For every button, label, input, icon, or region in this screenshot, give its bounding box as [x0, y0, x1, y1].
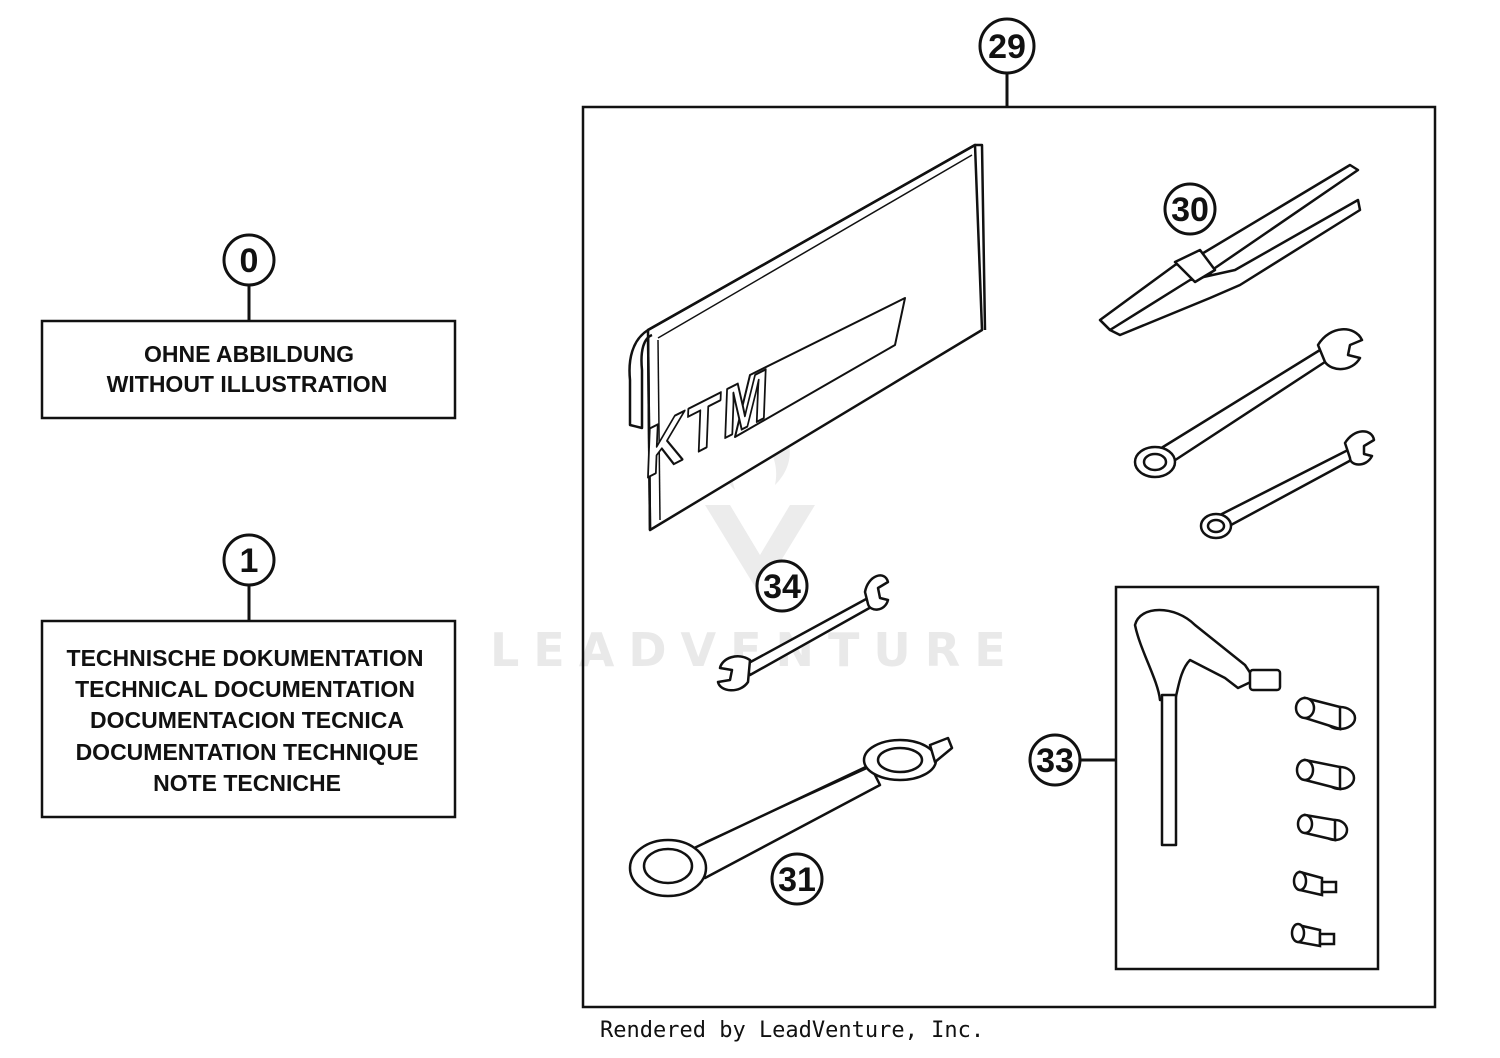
render-credit: Rendered by LeadVenture, Inc.: [600, 1018, 985, 1043]
combination-wrench-large-icon: [1133, 328, 1364, 479]
socket-2-icon: [1295, 758, 1356, 791]
socket-3-icon: [1296, 813, 1349, 842]
pliers-icon: [1098, 163, 1362, 337]
item-33-frame: [1114, 585, 1380, 971]
ring-wrench-icon: [628, 736, 954, 898]
box-1-line-3: DOCUMENTACION TECNICA: [90, 707, 404, 733]
bit-2-icon: [1290, 922, 1336, 948]
tool-bag-icon: KTM: [628, 143, 987, 532]
callout-34-label: 34: [763, 568, 801, 606]
socket-1-icon: [1294, 696, 1357, 731]
callout-31-circle: [770, 852, 824, 906]
item-0-group: 0 OHNE ABBILDUNG WITHOUT ILLUSTRATION: [40, 233, 457, 420]
callout-30-label: 30: [1171, 191, 1209, 229]
item-1-group: 1 TECHNISCHE DOKUMENTATION TECHNICAL DOC…: [40, 533, 457, 819]
box-1-line-1: TECHNISCHE DOKUMENTATION: [67, 645, 424, 671]
box-1: [40, 619, 457, 819]
item-33-group: 33: [1028, 585, 1380, 971]
item-29-group: 29: [581, 17, 1437, 1009]
box-1-line-5: NOTE TECNICHE: [153, 770, 341, 796]
t-handle-wrench-icon: [1133, 608, 1282, 847]
toolkit-frame: [581, 105, 1437, 1009]
bit-1-icon: [1292, 870, 1338, 897]
callout-34-circle: [755, 559, 809, 613]
box-0-line-2: WITHOUT ILLUSTRATION: [107, 371, 388, 397]
callout-33-label: 33: [1036, 742, 1074, 780]
callout-31-label: 31: [778, 861, 816, 899]
combination-wrench-small-icon: [1199, 430, 1376, 540]
open-end-wrench-icon: [716, 574, 890, 692]
callout-1-label: 1: [240, 542, 259, 580]
callout-29-label: 29: [988, 28, 1026, 66]
box-1-line-2: TECHNICAL DOCUMENTATION: [75, 676, 415, 702]
item-34-group: 34: [716, 559, 890, 692]
callout-0-label: 0: [240, 242, 259, 280]
box-0: [40, 319, 457, 420]
callout-30-circle: [1163, 182, 1217, 236]
box-1-line-4: DOCUMENTATION TECHNIQUE: [76, 739, 419, 765]
item-30-group: 30: [1098, 163, 1362, 337]
item-31-group: 31: [628, 736, 954, 906]
box-0-line-1: OHNE ABBILDUNG: [144, 341, 354, 367]
